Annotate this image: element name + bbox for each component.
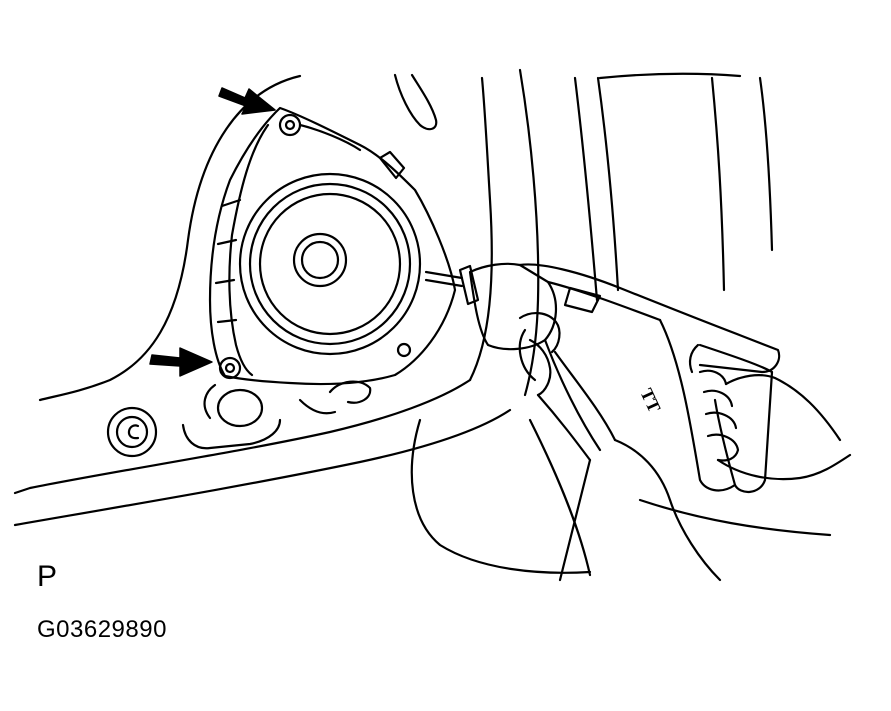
mounting-screw-upper	[278, 113, 302, 137]
panel-small-hole	[396, 342, 412, 358]
arrow-lower-screw	[149, 347, 213, 377]
speaker-frame-outer	[238, 172, 422, 356]
drill-driver-icon	[424, 262, 781, 493]
right-hand	[688, 343, 852, 481]
arrow-upper-screw	[218, 87, 276, 115]
wire-connector	[378, 150, 406, 180]
speaker-bracket	[208, 106, 457, 386]
speaker-frame-inner	[248, 182, 412, 346]
tool-marking: TT	[636, 385, 664, 415]
door-panel	[13, 68, 832, 577]
left-hand	[518, 312, 722, 582]
panel-round-hole	[216, 388, 264, 428]
figure-code: G03629890	[37, 616, 167, 643]
speaker-assembly	[208, 106, 457, 386]
mounting-screw-lower	[218, 356, 242, 380]
view-label: P	[37, 560, 58, 593]
panel-clip-hole	[106, 406, 158, 458]
speaker-dust-cap	[292, 232, 348, 288]
speaker-cone	[258, 192, 402, 336]
